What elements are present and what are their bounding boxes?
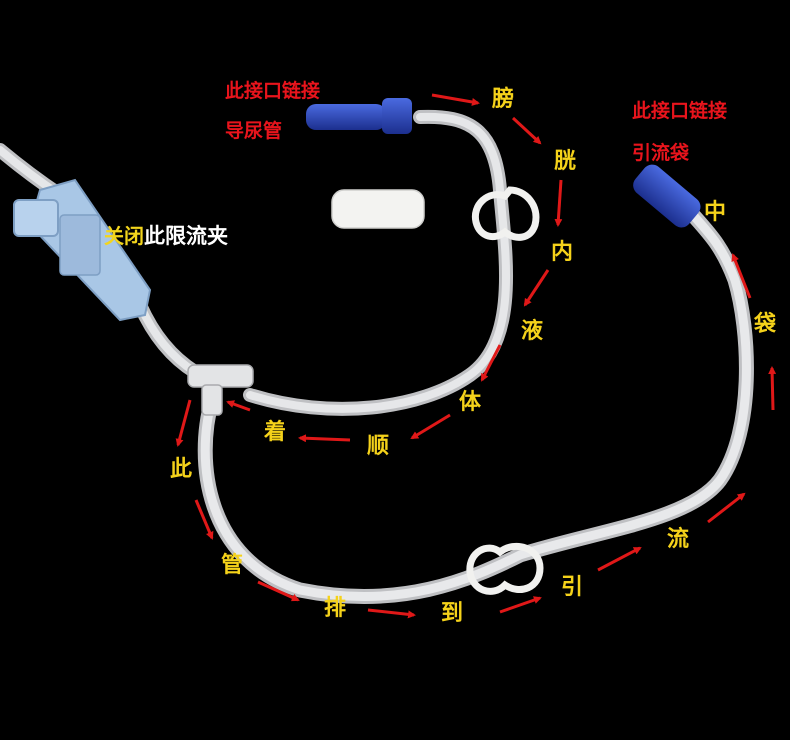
flow-char-3: 内 (550, 240, 574, 265)
left-connector-note-line1: 此接口链接 (225, 80, 321, 102)
flow-char-9: 管 (220, 553, 244, 578)
tube-upper-loop (243, 109, 513, 416)
flow-char-4: 液 (520, 319, 544, 344)
clamp-note-object: 此限流夹 (144, 224, 228, 248)
flow-char-2: 胱 (553, 149, 577, 174)
flow-char-7: 着 (263, 420, 287, 445)
pinch-clamp-upper (471, 186, 540, 241)
flow-char-8: 此 (169, 457, 193, 482)
tube-drain-loop (197, 192, 754, 604)
flow-char-6: 顺 (366, 434, 390, 459)
pinch-clamp-lower (466, 542, 544, 595)
blue-connector-left (306, 98, 412, 134)
blue-connector-right (633, 164, 701, 228)
flow-char-14: 袋 (753, 312, 777, 337)
right-connector-note-line1: 此接口链接 (632, 100, 728, 122)
flow-char-11: 到 (440, 601, 464, 626)
right-connector-note-line2: 引流袋 (632, 142, 690, 164)
flow-char-5: 体 (458, 390, 482, 415)
left-connector-note-line2: 导尿管 (225, 120, 283, 142)
flow-arrows (175, 93, 777, 619)
white-cap (331, 189, 425, 229)
flow-char-10: 排 (323, 596, 347, 621)
flow-char-12: 引 (560, 575, 584, 600)
flow-char-15: 中 (703, 200, 727, 225)
tee-connector (187, 364, 254, 416)
clamp-note: 关闭此限流夹 (104, 220, 228, 250)
flow-char-13: 流 (666, 527, 690, 552)
tube-clamp-to-tee (133, 298, 202, 379)
roller-clamp (13, 178, 152, 322)
flow-char-1: 膀 (491, 87, 515, 112)
clamp-note-action: 关闭 (104, 224, 144, 248)
